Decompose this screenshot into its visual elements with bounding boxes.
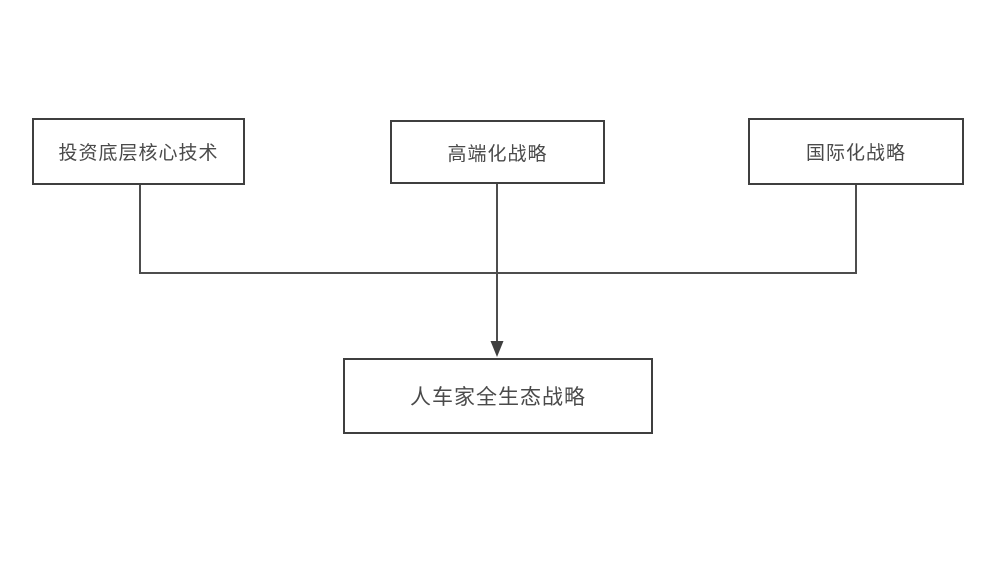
node-invest-core-tech-label: 投资底层核心技术 <box>58 143 219 164</box>
node-internationalization-strategy-label: 国际化战略 <box>805 143 906 164</box>
node-high-end-strategy-label: 高端化战略 <box>447 143 548 165</box>
node-person-car-home-ecosystem-strategy: 人车家全生态战略 <box>343 358 653 434</box>
node-internationalization-strategy: 国际化战略 <box>748 118 964 185</box>
node-person-car-home-ecosystem-strategy-label: 人车家全生态战略 <box>410 386 586 409</box>
arrowhead-icon <box>490 341 504 357</box>
node-invest-core-tech: 投资底层核心技术 <box>32 118 245 185</box>
node-high-end-strategy: 高端化战略 <box>390 120 605 184</box>
